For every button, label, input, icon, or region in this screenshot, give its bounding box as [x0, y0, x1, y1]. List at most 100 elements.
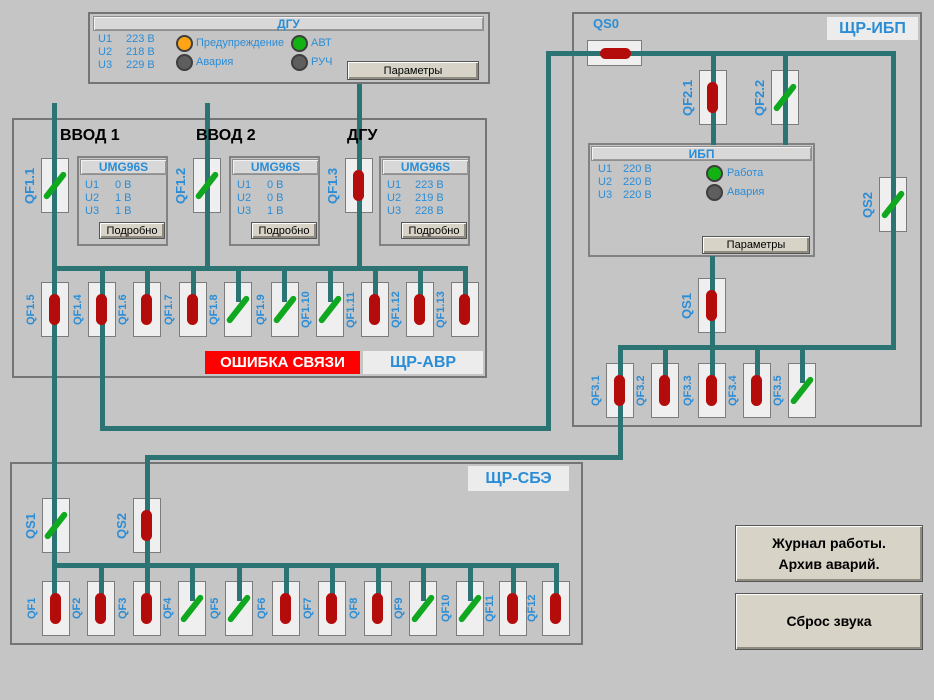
voltage-label: U2: [98, 46, 113, 58]
led-warning-label: Предупреждение: [196, 37, 285, 49]
sound-reset-button[interactable]: Сброс звука: [735, 593, 923, 650]
wire: [463, 266, 468, 302]
journal-button-line1: Журнал работы.: [772, 534, 886, 551]
breaker-label-sbe-qs2: QS2: [114, 512, 129, 539]
breaker-label-qf3-5: QF3.5: [772, 375, 784, 406]
ups-parameters-button[interactable]: Параметры: [702, 236, 810, 254]
breaker-label-qf1-3: QF1.3: [325, 167, 340, 204]
wire: [755, 345, 760, 383]
voltage-label: U3: [98, 59, 113, 71]
led-run-label: Работа: [727, 167, 764, 179]
wire: [145, 455, 623, 460]
voltage-value: 223 В: [415, 179, 444, 191]
sbe-panel-title: ЩР-СБЭ: [468, 466, 569, 491]
voltage-label: U3: [85, 205, 100, 217]
led-run: [706, 165, 723, 182]
breaker-label-qf6: QF6: [256, 597, 268, 620]
meter-vvod2-title: UMG96S: [232, 159, 319, 175]
wire: [236, 266, 241, 302]
led-manual: [291, 54, 308, 71]
sound-reset-button-label: Сброс звука: [786, 613, 872, 629]
wire: [52, 266, 467, 271]
breaker-label-qs0: QS0: [593, 16, 620, 31]
wire: [328, 266, 333, 302]
breaker-label-qf9: QF9: [393, 597, 405, 620]
breaker-label-ibp-qs2: QS2: [860, 191, 875, 218]
voltage-label: U3: [387, 205, 402, 217]
voltage-label: U1: [85, 179, 100, 191]
wire: [52, 563, 559, 568]
wire: [237, 563, 242, 601]
wire: [330, 563, 335, 601]
breaker-label-qf1-2: QF1.2: [173, 167, 188, 204]
led-fault: [706, 184, 723, 201]
voltage-label: U1: [598, 163, 613, 175]
voltage-value: 1 В: [115, 192, 132, 204]
voltage-label: U1: [237, 179, 252, 191]
breaker-label-qf4: QF4: [162, 597, 174, 620]
meter-vvod1-details-button[interactable]: Подробно: [99, 222, 165, 239]
wire: [418, 266, 423, 302]
wire: [52, 103, 57, 600]
breaker-label-qf3-4: QF3.4: [727, 375, 739, 406]
breaker-label-qf1-11: QF1.11: [345, 291, 357, 328]
voltage-label: U1: [98, 33, 113, 45]
breaker-label-qf3: QF3: [117, 597, 129, 620]
led-warning: [176, 35, 193, 52]
voltage-value: 220 В: [623, 163, 652, 175]
breaker-label-qf1-5: QF1.5: [25, 294, 37, 325]
meter-vvod1-title: UMG96S: [80, 159, 167, 175]
journal-button-line2: Архив аварий.: [778, 555, 880, 572]
avr-panel-title: ЩР-АВР: [363, 351, 483, 374]
wire: [190, 563, 195, 601]
breaker-label-qf8: QF8: [348, 597, 360, 620]
voltage-value: 219 В: [415, 192, 444, 204]
wire: [376, 563, 381, 601]
dgu-parameters-button[interactable]: Параметры: [347, 61, 479, 80]
wire: [99, 563, 104, 601]
wire: [100, 426, 551, 431]
led-alarm: [176, 54, 193, 71]
sbe-panel: [10, 462, 583, 645]
meter-dgu-title: UMG96S: [382, 159, 469, 175]
wire: [468, 563, 473, 601]
voltage-value: 1 В: [267, 205, 284, 217]
voltage-value: 0 В: [115, 179, 132, 191]
breaker-label-qf1: QF1: [26, 597, 38, 620]
voltage-value: 0 В: [267, 179, 284, 191]
voltage-value: 218 В: [126, 46, 155, 58]
breaker-label-qf11: QF11: [484, 595, 496, 622]
voltage-value: 220 В: [623, 189, 652, 201]
wire: [511, 563, 516, 601]
comm-error-badge: ОШИБКА СВЯЗИ: [205, 351, 360, 374]
led-auto: [291, 35, 308, 52]
meter-dgu-details-button[interactable]: Подробно: [401, 222, 467, 239]
breaker-label-qf1-12: QF1.12: [390, 291, 402, 328]
breaker-label-qf3-3: QF3.3: [682, 375, 694, 406]
led-alarm-label: Авария: [196, 56, 234, 68]
breaker-qf11[interactable]: [499, 581, 527, 636]
wire: [100, 266, 105, 431]
feeder-dgu-label: ДГУ: [347, 127, 378, 144]
breaker-label-qf3-1: QF3.1: [590, 375, 602, 406]
led-fault-label: Авария: [727, 186, 765, 198]
breaker-label-sbe-qs1: QS1: [23, 512, 38, 539]
led-manual-label: РУЧ: [311, 56, 333, 68]
breaker-label-qf5: QF5: [209, 597, 221, 620]
dgu-panel-title: ДГУ: [93, 16, 484, 31]
ibp-panel: [572, 12, 922, 427]
avr-panel: [12, 118, 487, 378]
wire: [546, 51, 551, 431]
journal-button[interactable]: Журнал работы. Архив аварий.: [735, 525, 923, 582]
voltage-label: U1: [387, 179, 402, 191]
led-auto-label: АВТ: [311, 37, 332, 49]
breaker-label-qf2-2: QF2.2: [752, 79, 767, 116]
voltage-value: 229 В: [126, 59, 155, 71]
breaker-label-qf1-10: QF1.10: [300, 291, 312, 328]
voltage-label: U3: [598, 189, 613, 201]
breaker-label-qf10: QF10: [440, 594, 452, 623]
voltage-value: 220 В: [623, 176, 652, 188]
meter-vvod2-details-button[interactable]: Подробно: [251, 222, 317, 239]
breaker-label-qf1-1: QF1.1: [22, 167, 37, 204]
voltage-value: 0 В: [267, 192, 284, 204]
